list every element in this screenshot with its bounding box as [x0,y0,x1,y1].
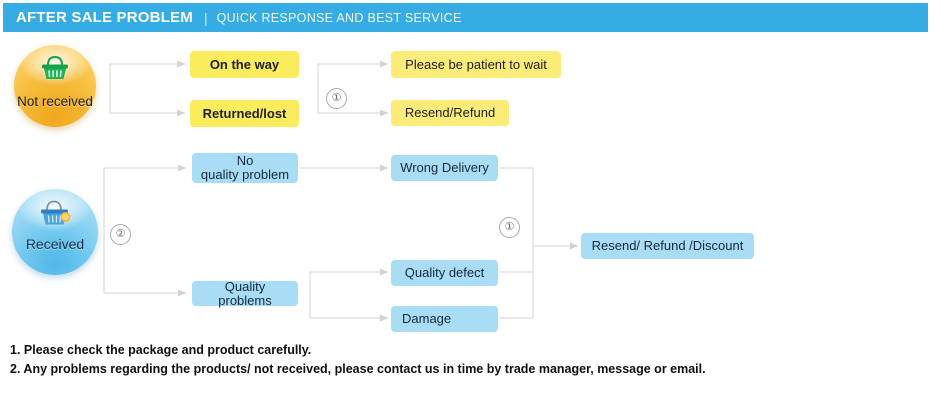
flow-box-returned-lost: Returned/lost [190,100,299,127]
flow-box-resend-refund: Resend/Refund [391,100,509,126]
badge-not-received-label: Not received [17,93,93,109]
flow-box-quality-defect: Quality defect [391,260,498,286]
badge-received: Received [12,189,98,275]
shopping-basket-icon [38,54,72,87]
header-separator: | [203,9,208,26]
step-marker-1-row2: ① [499,217,520,238]
shopping-basket-icon [35,198,75,235]
step-marker-2-row2: ② [110,224,131,245]
flow-box-no-quality-problem: No quality problem [192,153,298,183]
step-marker-1-row1: ① [326,88,347,109]
footer-note-1: 1. Please check the package and product … [10,343,312,357]
flow-box-please-be-patient: Please be patient to wait [391,51,561,78]
badge-received-label: Received [25,235,85,252]
header-subtitle: QUICK RESPONSE AND BEST SERVICE [216,10,462,25]
header-bar: AFTER SALE PROBLEM | QUICK RESPONSE AND … [3,3,928,32]
flow-box-damage: Damage [391,306,498,332]
footer-note-2: 2. Any problems regarding the products/ … [10,362,706,376]
flow-box-resend-refund-discount: Resend/ Refund /Discount [581,233,754,259]
flow-box-on-the-way: On the way [190,51,299,78]
page-title: AFTER SALE PROBLEM [16,9,193,26]
badge-not-received: Not received [14,45,96,127]
flow-box-wrong-delivery: Wrong Delivery [391,155,498,181]
flow-box-quality-problems: Quality problems [192,279,298,307]
footer-notes: 1. Please check the package and product … [10,341,910,379]
